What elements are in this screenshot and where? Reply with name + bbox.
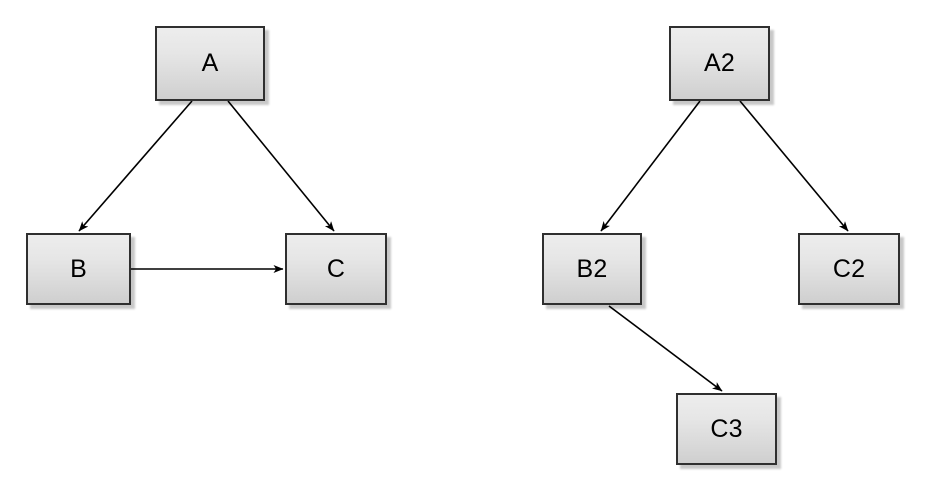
edge-b2-to-c3[interactable]	[608, 305, 723, 392]
node-c2[interactable]: C2	[798, 233, 900, 305]
node-c3[interactable]: C3	[676, 393, 777, 465]
node-label: A2	[704, 49, 735, 77]
edge-a2-to-b2[interactable]	[600, 100, 701, 232]
node-b2[interactable]: B2	[542, 233, 642, 305]
node-label: B2	[576, 254, 608, 283]
node-a[interactable]: A	[155, 26, 265, 101]
edge-a-to-c[interactable]	[227, 100, 335, 232]
edge-a-to-b[interactable]	[78, 100, 193, 232]
node-c[interactable]: C	[285, 233, 387, 305]
node-label: C2	[832, 254, 866, 283]
node-a2[interactable]: A2	[669, 26, 770, 101]
edge-a2-to-c2[interactable]	[739, 100, 849, 232]
node-label: A	[201, 49, 219, 77]
node-b[interactable]: B	[26, 233, 131, 305]
node-label: B	[70, 254, 87, 283]
node-label: C	[326, 254, 346, 283]
node-label: C3	[710, 414, 743, 443]
